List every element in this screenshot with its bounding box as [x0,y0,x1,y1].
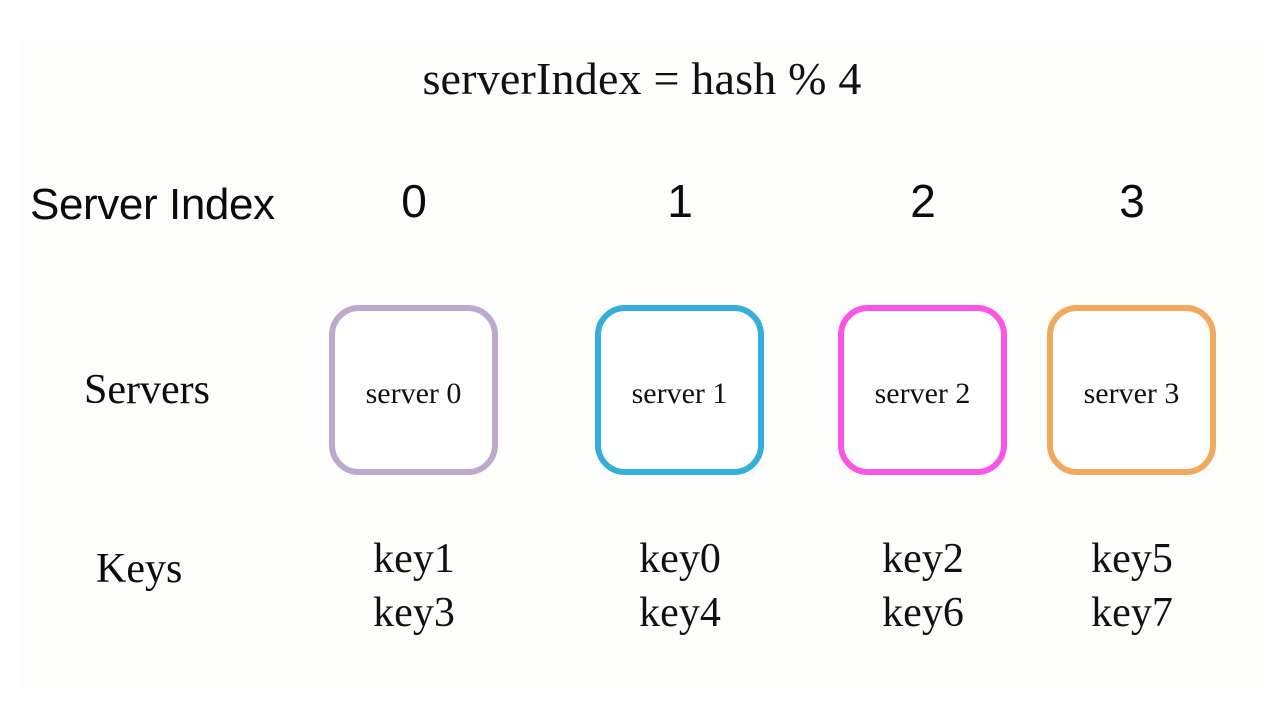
server-box-label-1: server 1 [631,377,728,410]
server-box-label-0: server 0 [365,377,462,410]
key-item: key4 [639,589,721,636]
key-item: key5 [1091,536,1173,582]
server-box-1[interactable]: server 1 [595,305,764,475]
row-label-servers: Servers [84,367,210,413]
server-index-value-3: 3 [1119,175,1145,227]
server-box-2[interactable]: server 2 [838,305,1007,475]
key-list-0: key1 key3 [329,533,499,641]
server-column-1: 1 server 1 key0 key4 [595,0,765,708]
server-index-value-2: 2 [910,175,936,227]
key-item: key1 [373,536,455,582]
server-box-label-3: server 3 [1083,377,1180,410]
key-list-2: key2 key6 [838,533,1008,641]
key-list-3: key5 key7 [1047,533,1217,641]
key-item: key3 [373,589,455,636]
server-column-0: 0 server 0 key1 key3 [329,0,499,708]
server-column-2: 2 server 2 key2 key6 [838,0,1008,708]
key-item: key6 [882,589,964,636]
server-column-3: 3 server 3 key5 key7 [1047,0,1217,708]
key-list-1: key0 key4 [595,533,765,641]
server-index-value-1: 1 [667,175,693,227]
key-item: key7 [1091,589,1173,636]
page-title: serverIndex = hash % 4 [422,53,862,104]
server-box-0[interactable]: server 0 [329,305,498,475]
key-item: key0 [639,536,721,582]
server-index-value-0: 0 [401,175,427,227]
row-label-keys: Keys [96,546,183,592]
row-label-server-index: Server Index [30,180,275,229]
server-box-label-2: server 2 [874,377,971,410]
key-item: key2 [882,536,964,582]
server-box-3[interactable]: server 3 [1047,305,1216,475]
